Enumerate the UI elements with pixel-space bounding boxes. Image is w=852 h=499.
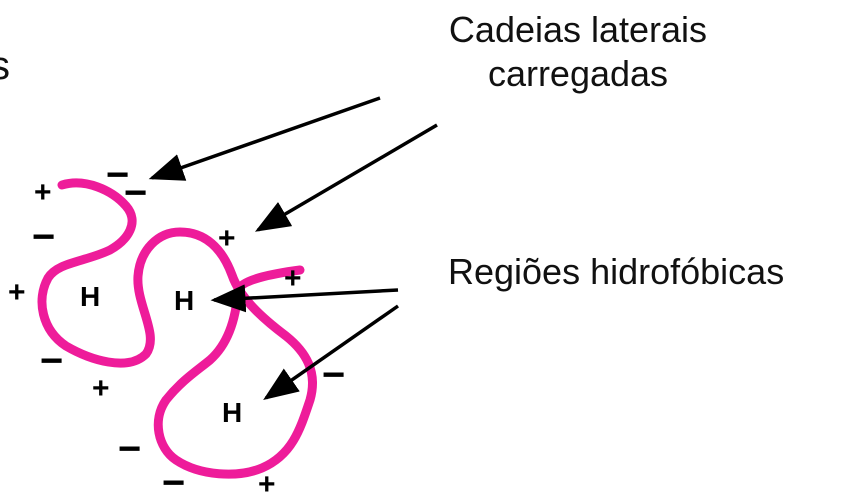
charged-chain-arrow-1 [148,96,381,181]
minus-charge: − [118,427,141,471]
hydrophobic-marker-3: H [222,397,242,428]
minus-charge: − [322,353,345,397]
hydrophobic-regions-label: Regiões hidrofóbicas [448,251,785,292]
minus-charge: − [124,171,147,215]
plus-charge: + [34,176,52,209]
minus-charge: − [32,215,55,259]
plus-charge: + [92,372,110,405]
plus-charge: + [8,276,26,309]
hydrophobic-arrow-2 [263,304,400,401]
folded-protein-chain [37,178,317,479]
charged-chain-arrow-2 [254,123,438,232]
charged-side-chains-label-line2: carregadas [487,53,669,94]
hydrophobic-arrow-1 [210,284,399,313]
charged-side-chains-label-line1: Cadeias laterais [448,9,708,50]
plus-charge: + [218,222,236,255]
plus-charge: + [284,262,302,295]
plus-charge: + [258,468,276,499]
charged-side-chains-label: Cadeias laterais carregadas [408,8,748,96]
minus-charge: − [106,153,129,197]
hydrophobic-marker-2: H [174,285,194,316]
hydrophobic-marker-1: H [80,281,100,312]
minus-charge: − [40,339,63,383]
cut-off-text-fragment: s [0,44,10,88]
minus-charge: − [162,461,185,499]
